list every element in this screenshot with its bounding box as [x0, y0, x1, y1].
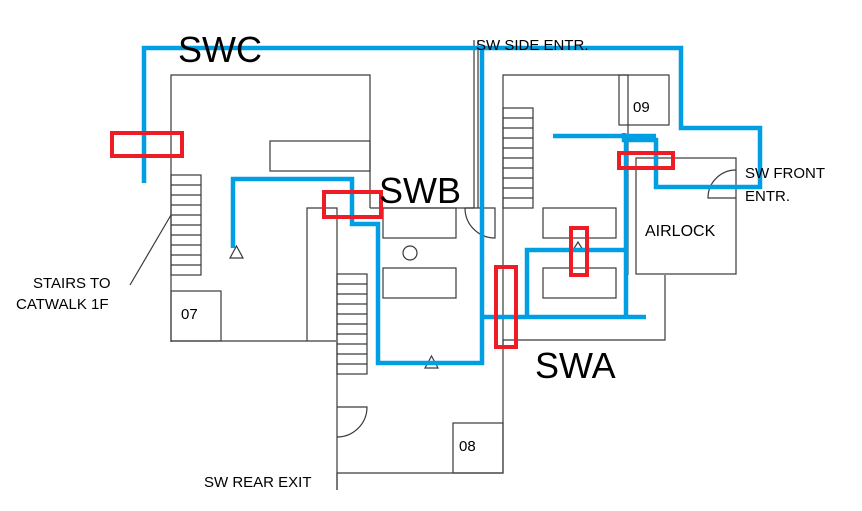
swc-counter	[269, 140, 371, 172]
marker-swc-west	[110, 131, 184, 158]
marker-swb-swa	[494, 265, 518, 349]
rear-exit-label: SW REAR EXIT	[204, 474, 312, 491]
room-09-label: 09	[633, 99, 650, 116]
front-entrance-label-line1: SW FRONT	[745, 165, 825, 182]
route-swc-inner	[230, 48, 485, 366]
swa-table-1	[542, 207, 617, 239]
swa-stairs	[502, 107, 534, 209]
swa-table-2	[542, 267, 617, 299]
zone-label-swb: SWB	[379, 170, 461, 211]
swb-stairs	[336, 273, 368, 375]
room-07-label: 07	[181, 306, 198, 323]
red-markers	[110, 131, 675, 349]
airlock-box	[635, 157, 737, 275]
marker-swc-swb	[322, 190, 383, 219]
swa-lower-wall	[503, 275, 666, 341]
swb-column	[402, 245, 418, 261]
blue-routes	[141, 45, 763, 366]
marker-swa-center	[569, 226, 589, 277]
swc-swb-partition	[306, 207, 338, 490]
front-entrance-label-line2: ENTR.	[745, 188, 790, 205]
route-outer	[141, 45, 763, 190]
stairs-leader-line	[129, 214, 172, 286]
side-entrance-label: SW SIDE ENTR.	[476, 37, 589, 54]
zone-label-swc: SWC	[178, 29, 262, 70]
side-entrance-door	[464, 207, 496, 239]
swc-stairs	[170, 174, 202, 276]
marker-airlock	[617, 151, 675, 170]
airlock-label: AIRLOCK	[645, 223, 716, 240]
swb-table-2	[382, 267, 457, 299]
stairs-label-line1: STAIRS TO	[33, 275, 111, 292]
front-entrance-door	[707, 169, 737, 199]
zone-label-swa: SWA	[535, 345, 616, 386]
room-09-box	[618, 74, 670, 126]
room-08-box	[452, 422, 504, 474]
stairs-label-line2: CATWALK 1F	[16, 296, 109, 313]
swb-table-1	[382, 207, 457, 239]
route-swa-inner-box	[524, 247, 628, 317]
room-07-box	[170, 290, 222, 342]
rear-exit-door	[336, 406, 368, 438]
swc-triangle-marker	[228, 244, 245, 259]
room-08-label: 08	[459, 438, 476, 455]
